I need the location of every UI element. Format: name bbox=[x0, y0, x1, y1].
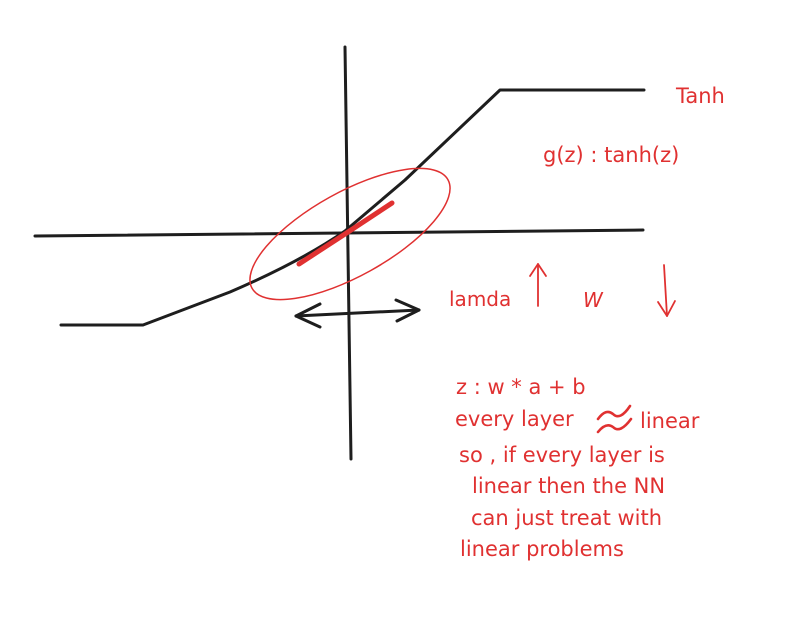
note-equation: z : w * a + b bbox=[456, 375, 586, 399]
note-line-problems: linear problems bbox=[460, 537, 624, 561]
approximately-equal-icon bbox=[596, 404, 633, 434]
note-line-every-layer: every layer bbox=[455, 407, 574, 431]
y-axis bbox=[343, 45, 353, 461]
note-line-so-if: so , if every layer is bbox=[459, 443, 665, 467]
up-arrow-icon bbox=[529, 263, 547, 307]
down-arrow-icon bbox=[657, 264, 676, 317]
linear-region-highlight bbox=[296, 200, 395, 267]
x-axis bbox=[33, 228, 645, 238]
tanh-label: Tanh bbox=[676, 84, 725, 108]
note-line-linear-then: linear then the NN bbox=[472, 474, 666, 498]
note-line-linear: linear bbox=[640, 409, 700, 433]
w-label: W bbox=[583, 288, 603, 312]
linear-region-ellipse bbox=[249, 167, 451, 301]
formula-label: g(z) : tanh(z) bbox=[543, 143, 680, 167]
double-headed-arrow-icon bbox=[294, 298, 421, 329]
tanh-curve bbox=[59, 88, 646, 327]
note-line-can-just: can just treat with bbox=[471, 506, 663, 530]
lamda-label: lamda bbox=[449, 287, 512, 311]
